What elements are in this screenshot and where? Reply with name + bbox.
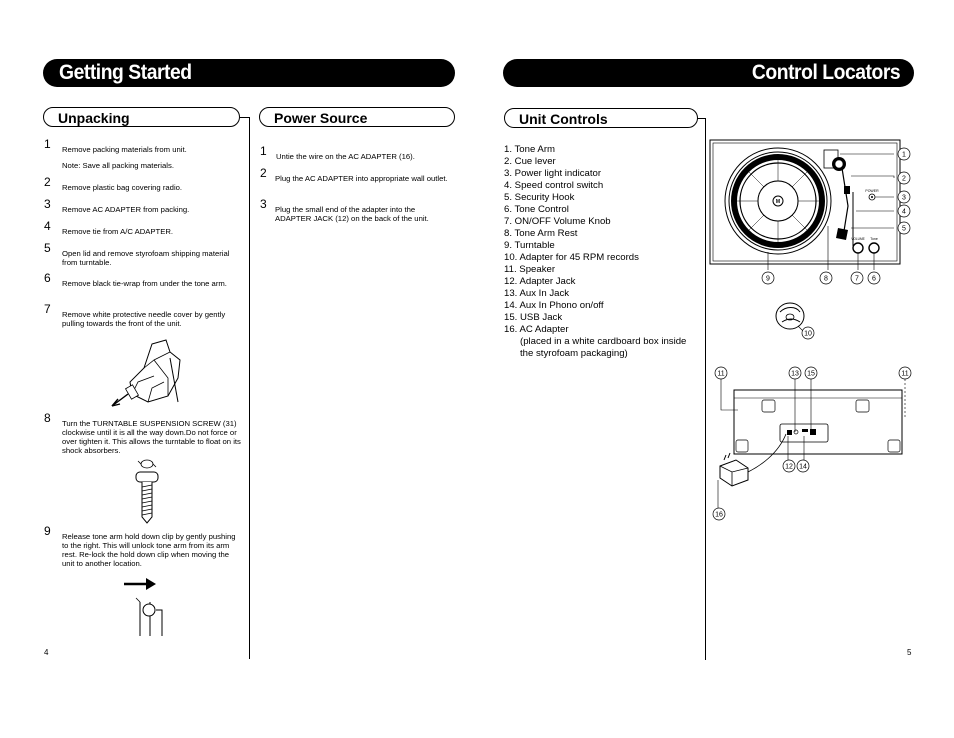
volume-label: VOLUME <box>851 237 864 241</box>
control-item: 9. Turntable <box>504 240 555 251</box>
svg-text:11: 11 <box>901 371 908 378</box>
callout-10: 10 <box>801 326 815 340</box>
callout-13: 13 <box>788 366 802 380</box>
control-item: 2. Cue lever <box>504 156 556 167</box>
tone-knob <box>868 242 880 254</box>
control-item: 16. AC Adapter <box>504 324 569 335</box>
unpack-step-3: 3 Remove AC ADAPTER from packing. <box>44 197 190 214</box>
callout-11-right: 11 <box>898 366 912 380</box>
svg-text:3: 3 <box>902 195 906 202</box>
power-step-3: 3 Plug the small end of the adapter into… <box>260 197 429 223</box>
svg-text:6: 6 <box>872 276 876 283</box>
turntable-platter: M <box>724 147 832 255</box>
svg-text:2: 2 <box>902 176 906 183</box>
needle-cover-illustration <box>111 339 181 407</box>
control-item: 4. Speed control switch <box>504 180 604 191</box>
left-page-number: 4 <box>44 648 49 657</box>
svg-text:7: 7 <box>855 276 859 283</box>
callout-1: 1 <box>897 147 911 161</box>
callout-8: 8 <box>819 271 833 285</box>
svg-text:11: 11 <box>717 371 724 378</box>
control-item: 8. Tone Arm Rest <box>504 228 578 239</box>
power-step-2: 2 Plug the AC ADAPTER into appropriate w… <box>260 166 448 183</box>
svg-text:8: 8 <box>824 276 828 283</box>
power-step-1: 1 Untie the wire on the AC ADAPTER (16). <box>260 144 415 161</box>
unit-controls-divider <box>705 118 706 660</box>
svg-text:4: 4 <box>902 209 906 216</box>
tone-arm <box>823 149 854 246</box>
control-item: 7. ON/OFF Volume Knob <box>504 216 611 227</box>
control-item: 14. Aux In Phono on/off <box>504 300 604 311</box>
hold-down-clip-illustration <box>124 578 163 636</box>
control-item: 12. Adapter Jack <box>504 276 576 287</box>
unit-controls-list: 1. Tone Arm 2. Cue lever 3. Power light … <box>504 144 686 360</box>
getting-started-title: Getting Started <box>59 61 192 84</box>
unpacking-divider <box>249 117 250 659</box>
svg-text:9: 9 <box>766 276 770 283</box>
top-callouts-right: 1 2 3 4 5 <box>897 147 911 235</box>
control-item: 5. Security Hook <box>504 192 575 203</box>
power-label: POWER <box>865 189 879 193</box>
callout-3: 3 <box>897 190 911 204</box>
unpack-step-2: 2 Remove plastic bag covering radio. <box>44 175 183 192</box>
control-item: 13. Aux In Jack <box>504 288 570 299</box>
svg-text:1: 1 <box>902 152 906 159</box>
unpack-step-9: 9 Release tone arm hold down clip by gen… <box>44 524 236 568</box>
rpm-adapter-illustration: 10 <box>775 302 815 340</box>
suspension-screw-illustration <box>135 459 159 524</box>
cabinet-rear <box>733 389 903 455</box>
svg-text:5: 5 <box>902 226 906 233</box>
control-item-note: the styrofoam packaging) <box>520 348 628 359</box>
callout-11-left: 11 <box>714 366 728 380</box>
getting-started-banner: Getting Started <box>43 59 455 87</box>
control-item-note: (placed in a white cardboard box inside <box>520 336 687 347</box>
bottom-callouts-top-diagram: 9 8 7 6 <box>761 271 881 285</box>
unpack-step-4: 4 Remove tie from A/C ADAPTER. <box>44 219 174 236</box>
unpack-step-5: 5 Open lid and remove styrofoam shipping… <box>44 241 230 267</box>
rear-view-diagram: 11 13 15 11 12 14 16 <box>712 366 912 521</box>
svg-text:16: 16 <box>715 512 723 519</box>
svg-text:13: 13 <box>791 371 799 378</box>
svg-text:12: 12 <box>785 464 793 471</box>
control-item: 1. Tone Arm <box>504 144 556 155</box>
callout-12: 12 <box>782 459 796 473</box>
control-item: 6. Tone Control <box>504 204 569 215</box>
platter-center-label: M <box>776 199 780 205</box>
callout-5: 5 <box>897 221 911 235</box>
unpack-step-6: 6 Remove black tie-wrap from under the t… <box>44 271 227 288</box>
turntable-top-diagram: M POWER VOLUME Tone <box>709 139 901 270</box>
control-item: 15. USB Jack <box>504 312 563 323</box>
ac-adapter-illustration <box>717 433 787 508</box>
control-locators-title: Control Locators <box>751 61 901 84</box>
control-item: 10. Adapter for 45 RPM records <box>504 252 639 263</box>
right-page-number: 5 <box>907 648 912 657</box>
callout-4: 4 <box>897 204 911 218</box>
volume-knob <box>852 242 864 254</box>
svg-text:15: 15 <box>807 371 815 378</box>
unpack-step-1: 1 Remove packing materials from unit. No… <box>44 137 187 170</box>
power-source-header: Power Source <box>259 107 455 127</box>
callout-16: 16 <box>712 507 726 521</box>
callout-2: 2 <box>897 171 911 185</box>
callout-6: 6 <box>867 271 881 285</box>
unpack-step-7: 7 Remove white protective needle cover b… <box>44 302 226 328</box>
control-locators-banner: Control Locators <box>503 59 914 87</box>
callout-7: 7 <box>850 271 864 285</box>
control-item: 3. Power light indicator <box>504 168 602 179</box>
callout-15: 15 <box>804 366 818 380</box>
callout-9: 9 <box>761 271 775 285</box>
unit-controls-header: Unit Controls <box>504 108 698 128</box>
unpack-step-8: 8 Turn the TURNTABLE SUSPENSION SCREW (3… <box>44 411 241 455</box>
callout-14: 14 <box>796 459 810 473</box>
svg-text:14: 14 <box>799 464 807 471</box>
svg-text:10: 10 <box>804 331 812 338</box>
control-item: 11. Speaker <box>504 264 556 275</box>
unpacking-header: Unpacking <box>43 107 240 127</box>
tone-label: Tone <box>870 237 878 241</box>
